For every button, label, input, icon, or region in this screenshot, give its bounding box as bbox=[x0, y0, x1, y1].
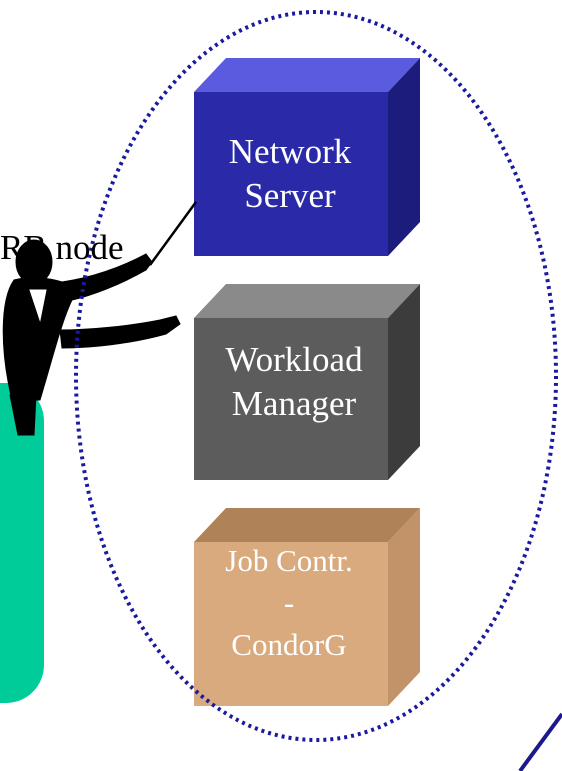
network-server-box bbox=[194, 58, 420, 256]
workload-manager-box bbox=[194, 284, 420, 480]
workload-manager-line2: Manager bbox=[231, 383, 357, 423]
side-panel bbox=[0, 383, 44, 703]
job-controller-box bbox=[194, 508, 420, 706]
job-controller-line3: CondorG bbox=[231, 626, 347, 662]
job-controller-label: Job Contr. - CondorG bbox=[196, 540, 382, 666]
rb-node-outline bbox=[74, 10, 558, 742]
rb-node-label: RB node bbox=[0, 228, 124, 267]
network-server-label: Network Server bbox=[200, 130, 380, 218]
conductor-figure-icon bbox=[2, 201, 198, 436]
workload-manager-label: Workload Manager bbox=[198, 338, 390, 426]
corner-line bbox=[518, 712, 562, 771]
network-server-line1: Network bbox=[228, 132, 352, 171]
workload-manager-line1: Workload bbox=[225, 340, 363, 379]
job-controller-line2: - bbox=[283, 584, 295, 620]
job-controller-line1: Job Contr. bbox=[225, 543, 353, 578]
network-server-line2: Server bbox=[244, 175, 336, 215]
